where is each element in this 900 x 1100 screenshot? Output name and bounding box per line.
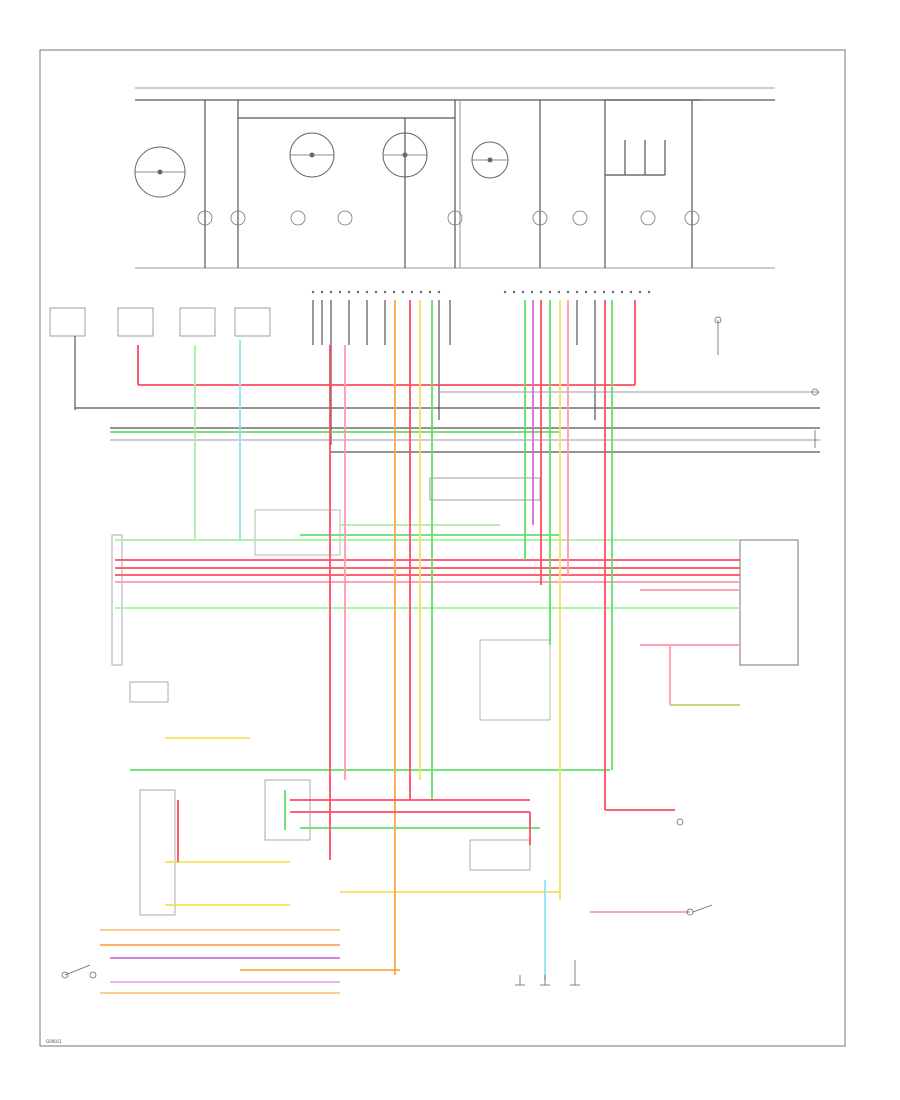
footer-code: G00011 bbox=[46, 1039, 62, 1044]
cluster-resistor-bank bbox=[605, 99, 700, 176]
right-component-switches bbox=[676, 316, 819, 916]
vertical-colored-wires bbox=[137, 300, 740, 980]
gauge-icon bbox=[289, 132, 335, 178]
park-neutral-switch bbox=[61, 964, 97, 979]
indicator-lamp-icon bbox=[197, 210, 700, 226]
orange-wire-bundle bbox=[100, 929, 400, 994]
violet-wire-bundle bbox=[110, 957, 340, 983]
left-component-stack bbox=[111, 534, 531, 916]
gauge-icon bbox=[382, 132, 428, 178]
gauge-icon bbox=[134, 146, 186, 198]
left-switch-bank bbox=[49, 307, 271, 410]
green-wire-bundle bbox=[115, 524, 740, 829]
gauge-icon bbox=[471, 141, 509, 179]
red-wire-bundle bbox=[115, 559, 740, 591]
connector-c1 bbox=[311, 290, 441, 294]
connector-pin-leads bbox=[312, 300, 596, 445]
ground-icon bbox=[515, 960, 580, 986]
yellow-wire-bundle bbox=[165, 704, 740, 906]
horizontal-buses bbox=[75, 391, 820, 453]
module-block bbox=[254, 477, 799, 721]
instrument-cluster bbox=[134, 87, 775, 269]
diagram-frame bbox=[39, 49, 846, 1047]
connector-c2 bbox=[503, 290, 651, 294]
